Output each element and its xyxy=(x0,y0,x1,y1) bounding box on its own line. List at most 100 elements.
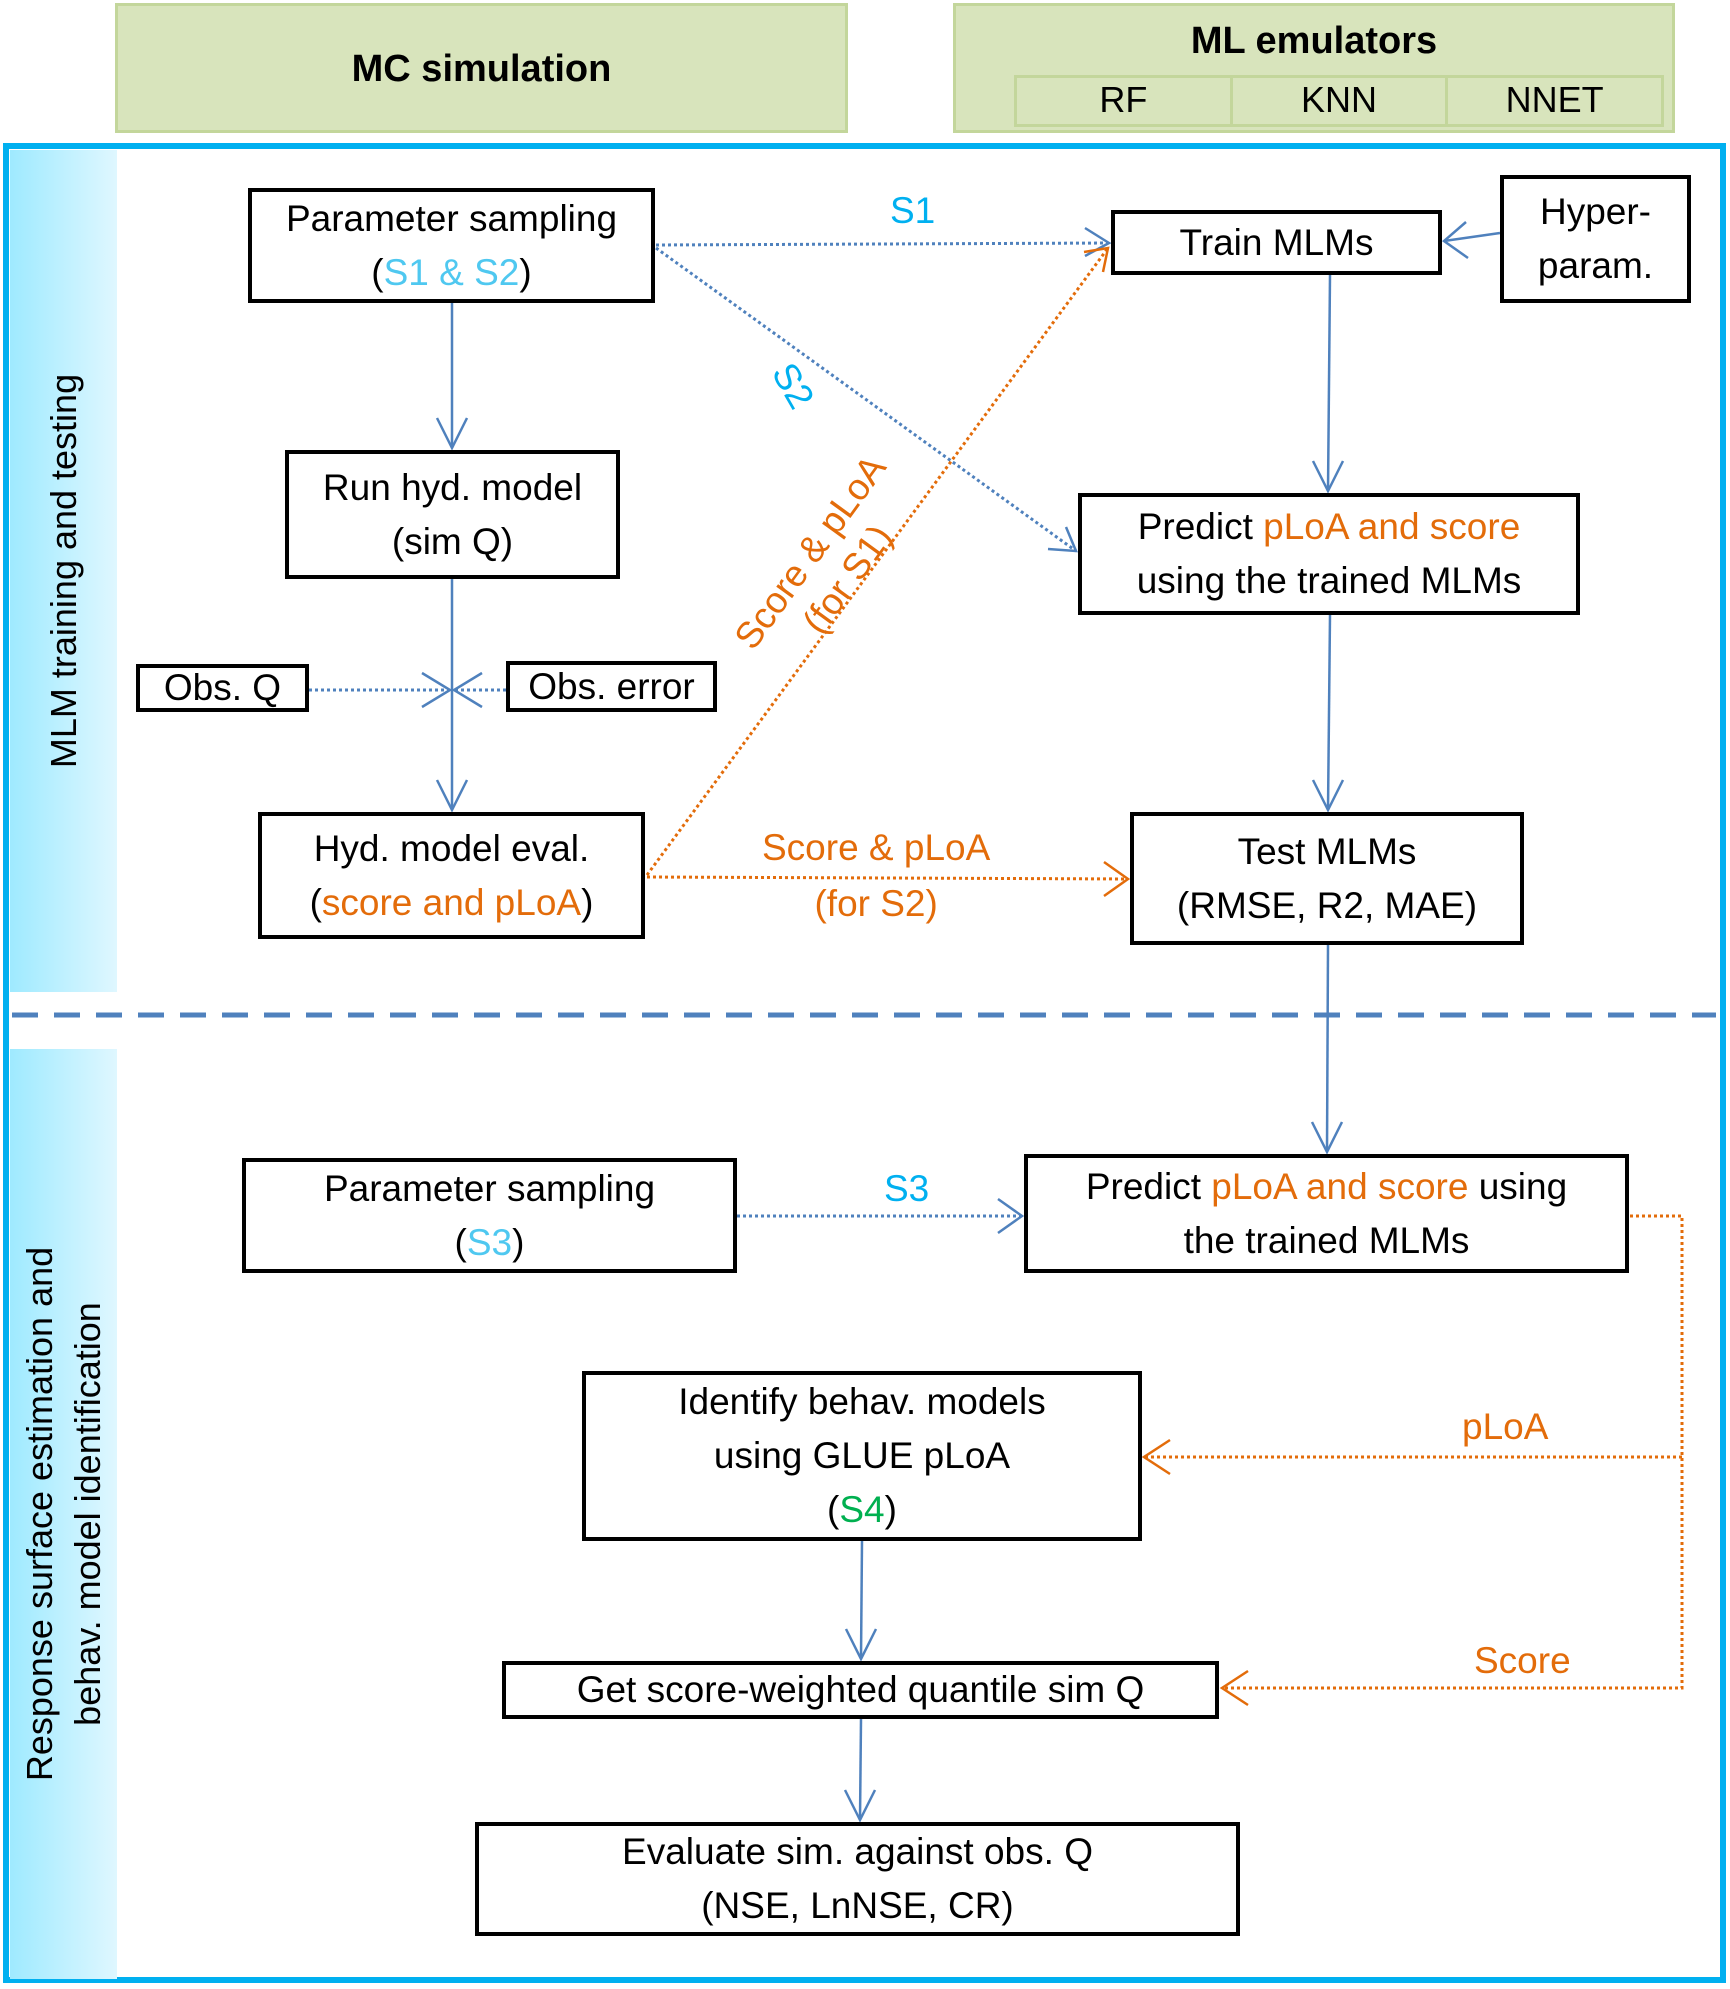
workflow-frame xyxy=(3,143,1726,1983)
node-title-highlight: pLoA and score xyxy=(1211,1165,1469,1207)
node-title-pre: Predict xyxy=(1137,506,1264,547)
arrow-eval-to-train-s1 xyxy=(645,247,1110,876)
node-obs-q: Obs. Q xyxy=(136,664,309,712)
node-subtitle: using the trained MLMs xyxy=(1136,560,1522,601)
node-title-highlight: pLoA and score xyxy=(1263,506,1521,547)
arrowhead xyxy=(1047,526,1078,553)
arrowhead xyxy=(1083,246,1110,273)
node-predict-response-surface: Predict pLoA and score using the trained… xyxy=(1024,1154,1629,1273)
node-parameter-sampling-s1-s2: Parameter sampling (S1 & S2) xyxy=(248,188,655,303)
arrowhead xyxy=(844,1628,878,1662)
section-band-response-surface: Response surface estimation and behav. m… xyxy=(10,1049,117,1979)
node-title: Evaluate sim. against obs. Q xyxy=(622,1831,1093,1872)
node-title: Parameter sampling xyxy=(323,1167,656,1209)
node-title: Predict pLoA and score xyxy=(1138,500,1521,554)
node-title: Predict pLoA and score using xyxy=(1086,1160,1567,1214)
arrow-eval-to-test-s2 xyxy=(646,875,1129,881)
node-title-line2: using GLUE pLoA xyxy=(713,1435,1011,1476)
paren-open: ( xyxy=(309,881,322,923)
edge-label-score-ploa-s2-line2: (for S2) xyxy=(814,883,938,924)
arrowhead xyxy=(1311,779,1345,813)
arrow-s1-to-train xyxy=(655,241,1110,247)
ml-emulators-header: ML emulators RF KNN NNET xyxy=(953,3,1675,133)
node-parameter-sampling-s3: Parameter sampling (S3) xyxy=(242,1158,737,1273)
node-title: Hyper- xyxy=(1539,191,1652,232)
edge-label-s1: S1 xyxy=(890,190,936,231)
ml-model-list: RF KNN NNET xyxy=(1014,75,1664,127)
mc-simulation-title: MC simulation xyxy=(351,48,612,90)
arrowhead xyxy=(421,671,453,709)
model-rf: RF xyxy=(1017,78,1233,124)
arrowhead xyxy=(451,671,483,709)
node-subtitle: (S1 & S2) xyxy=(371,246,531,300)
paren-open: ( xyxy=(454,1221,467,1263)
node-title: Obs. Q xyxy=(163,667,282,708)
arrow-hyper-to-train xyxy=(1443,231,1501,243)
node-title-post: using xyxy=(1468,1165,1568,1207)
node-title: Get score-weighted quantile sim Q xyxy=(576,1669,1145,1710)
sample-set-label: S3 xyxy=(466,1221,513,1263)
arrowhead xyxy=(1219,1669,1249,1707)
arrowhead xyxy=(1310,1121,1344,1155)
node-title: Train MLMs xyxy=(1179,221,1374,263)
node-title: Obs. error xyxy=(528,665,695,707)
node-subtitle: (sim Q) xyxy=(391,520,514,562)
node-title: Hyd. model eval. xyxy=(313,827,590,869)
node-predict-trained: Predict pLoA and score using the trained… xyxy=(1078,493,1580,615)
edge-label-score-ploa-s2-line1: Score & pLoA xyxy=(762,827,991,868)
arrow-identify-to-score xyxy=(859,1540,864,1660)
node-output-label: score and pLoA xyxy=(321,881,582,923)
arrowhead xyxy=(435,779,469,813)
edge-label-score: Score xyxy=(1474,1640,1571,1681)
arrowhead xyxy=(843,1789,877,1823)
arrowhead xyxy=(1311,460,1345,494)
model-nnet: NNET xyxy=(1505,79,1604,120)
edge-label-s3: S3 xyxy=(884,1168,930,1209)
node-title: Parameter sampling xyxy=(285,197,618,239)
arrowhead xyxy=(1103,860,1131,898)
node-score-weighted-quantile: Get score-weighted quantile sim Q xyxy=(502,1661,1219,1719)
node-run-hyd-model: Run hyd. model (sim Q) xyxy=(285,450,620,579)
node-subtitle: (S4) xyxy=(827,1483,897,1537)
node-title-pre: Predict xyxy=(1085,1165,1212,1207)
node-test-mlms: Test MLMs (RMSE, R2, MAE) xyxy=(1130,812,1524,945)
arrowhead xyxy=(1141,1438,1171,1476)
model-knn: KNN xyxy=(1233,78,1449,124)
arrowhead xyxy=(997,1197,1025,1235)
paren-open: ( xyxy=(827,1489,840,1530)
node-subtitle: (S3) xyxy=(455,1216,525,1270)
node-obs-error: Obs. error xyxy=(506,661,717,712)
arrow-s2-to-predict xyxy=(655,246,1077,553)
arrow-train-to-predict xyxy=(1326,274,1332,492)
node-subtitle: (RMSE, R2, MAE) xyxy=(1176,884,1478,926)
node-subtitle: the trained MLMs xyxy=(1183,1219,1470,1261)
mc-simulation-header: MC simulation xyxy=(115,3,848,133)
paren-close: ) xyxy=(519,251,532,293)
node-subtitle: (score and pLoA) xyxy=(310,876,594,930)
node-hyd-model-eval: Hyd. model eval. (score and pLoA) xyxy=(258,812,645,939)
paren-close: ) xyxy=(581,881,594,923)
node-subtitle: (NSE, LnNSE, CR) xyxy=(701,1885,1014,1926)
edge-label-score-ploa-s2: Score & pLoA (for S2) xyxy=(762,820,990,932)
ml-emulators-title: ML emulators xyxy=(1190,20,1438,62)
arrowhead xyxy=(435,417,469,451)
node-train-mlms: Train MLMs xyxy=(1111,210,1442,275)
node-title: Run hyd. model xyxy=(322,466,583,508)
paren-open: ( xyxy=(371,251,384,293)
paren-close: ) xyxy=(884,1489,897,1530)
node-hyper-param: Hyper- param. xyxy=(1500,175,1691,303)
arrow-predict-to-test xyxy=(1326,614,1332,811)
paren-close: ) xyxy=(512,1221,525,1263)
arrowhead xyxy=(1441,221,1469,260)
step-label: S4 xyxy=(839,1489,885,1530)
node-title: Test MLMs xyxy=(1237,830,1417,872)
arrow-test-to-predict-bottom xyxy=(1325,944,1330,1153)
edge-label-ploa: pLoA xyxy=(1462,1406,1549,1447)
section-band-training: MLM training and testing xyxy=(10,150,117,992)
arrow-score-to-evaluate xyxy=(858,1718,863,1821)
node-title: Identify behav. models xyxy=(678,1381,1046,1422)
node-identify-behavioral-models: Identify behav. models using GLUE pLoA (… xyxy=(582,1371,1142,1541)
node-evaluate-simulation: Evaluate sim. against obs. Q (NSE, LnNSE… xyxy=(475,1822,1240,1936)
sample-set-label: S1 & S2 xyxy=(383,251,520,293)
